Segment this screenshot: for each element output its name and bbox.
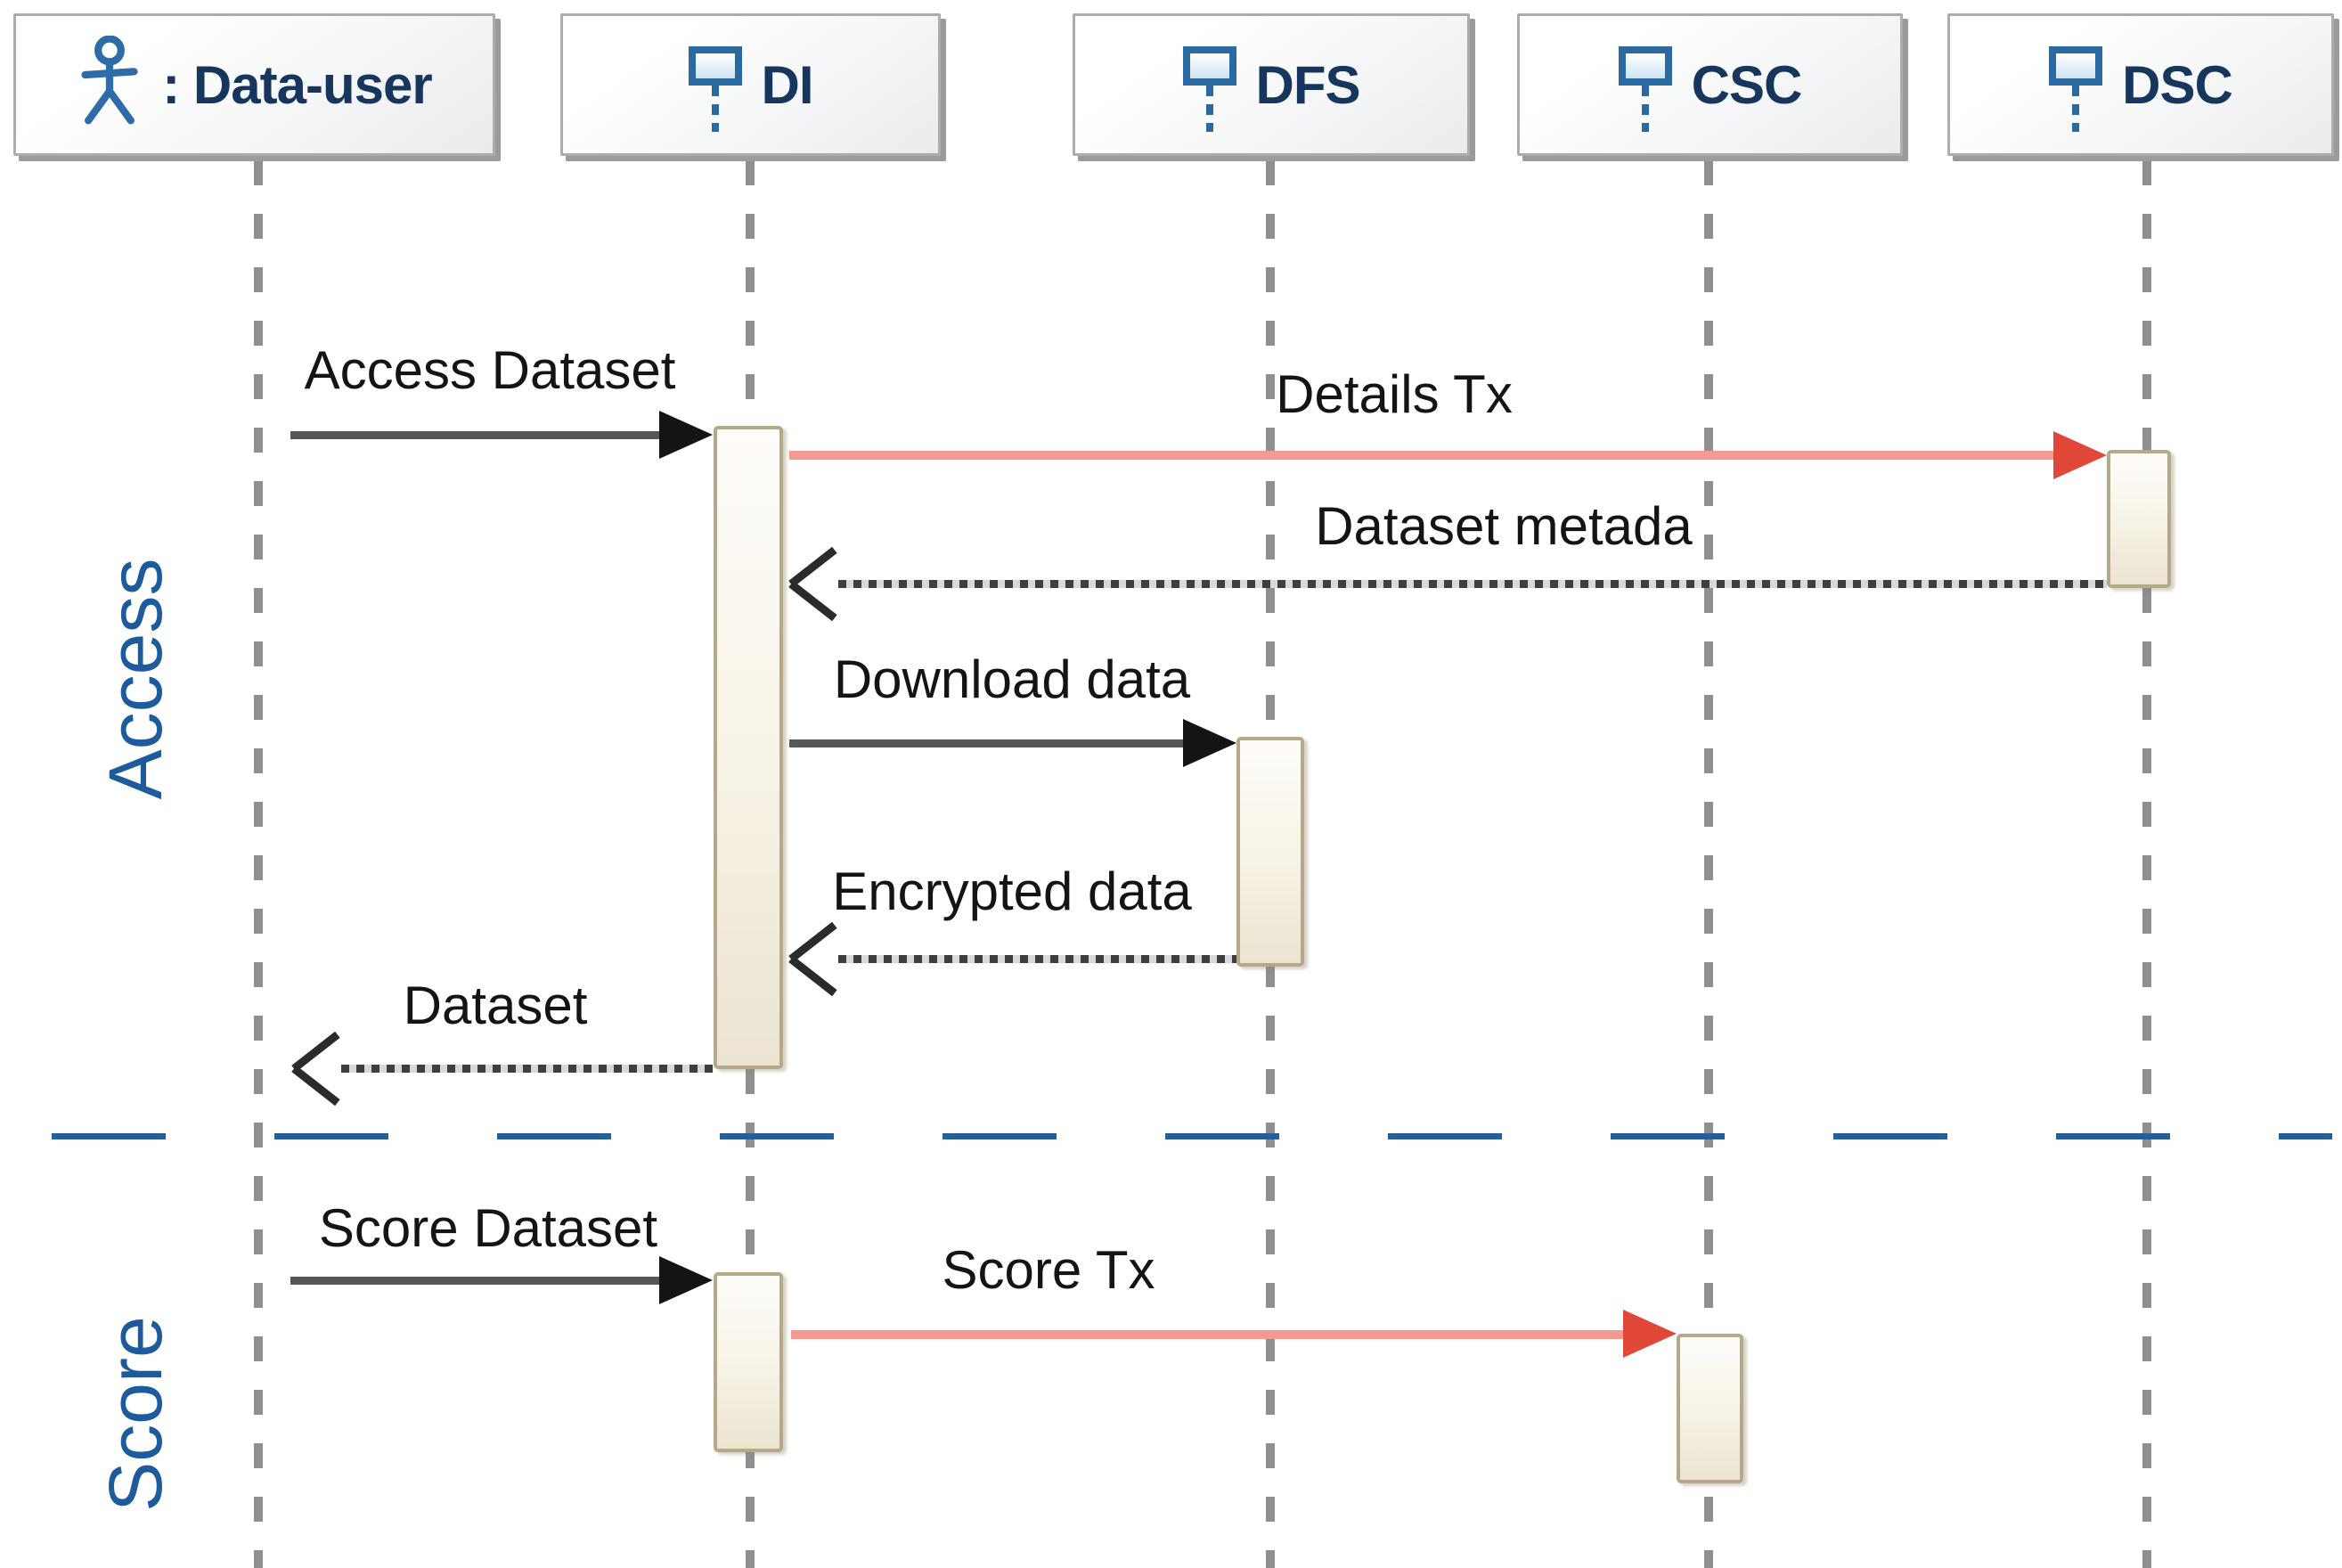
message-line (789, 451, 2053, 460)
message-label: Download data (833, 649, 1191, 709)
participant-label: DFS (1255, 54, 1361, 115)
message-line (290, 431, 659, 439)
open-arrowhead-icon (292, 1033, 349, 1104)
open-arrowhead-icon (789, 548, 846, 619)
filled-arrowhead-icon (1183, 719, 1236, 767)
actor-icon (81, 36, 138, 125)
filled-arrowhead-icon (659, 411, 713, 459)
participant-dsc: DSC (1947, 13, 2334, 156)
message-line (341, 1065, 713, 1073)
message-line (791, 1330, 1623, 1339)
activation-csc (1677, 1334, 1743, 1483)
component-icon (688, 46, 742, 132)
participant-csc: CSC (1517, 13, 1903, 156)
message-line (290, 1277, 659, 1285)
activation-di-access (714, 426, 783, 1069)
lifeline-csc (1704, 160, 1713, 1568)
component-icon (1182, 46, 1236, 132)
participant-label: DSC (2122, 54, 2233, 115)
message-label: Dataset (403, 976, 588, 1035)
message-label: Encrypted data (832, 862, 1192, 921)
participant-label: CSC (1691, 54, 1803, 115)
filled-arrowhead-icon (1623, 1310, 1677, 1358)
participant-data-user: : Data-user (13, 13, 495, 156)
filled-arrowhead-icon (2053, 431, 2107, 479)
participant-label: : Data-user (162, 54, 432, 115)
open-arrowhead-icon (789, 923, 846, 994)
message-label: Details Tx (1276, 364, 1513, 424)
message-label: Score Tx (942, 1240, 1155, 1300)
section-divider (52, 1133, 2332, 1139)
activation-dsc (2107, 450, 2171, 588)
section-label-access: Access (94, 558, 177, 800)
message-line (838, 580, 2107, 588)
component-icon (2049, 46, 2103, 132)
filled-arrowhead-icon (659, 1256, 713, 1304)
component-icon (1618, 46, 1672, 132)
lifeline-data-user (254, 160, 263, 1568)
message-label: Dataset metada (1315, 496, 1693, 556)
message-label: Access Dataset (304, 340, 676, 400)
message-line (789, 739, 1183, 747)
participant-label: DI (761, 54, 814, 115)
message-label: Score Dataset (318, 1198, 658, 1258)
activation-di-score (714, 1272, 783, 1452)
section-label-score: Score (94, 1316, 177, 1512)
lifeline-dsc (2142, 160, 2151, 1568)
participant-di: DI (560, 13, 941, 156)
activation-dfs (1236, 737, 1304, 967)
participant-dfs: DFS (1073, 13, 1470, 156)
message-line (838, 955, 1236, 963)
